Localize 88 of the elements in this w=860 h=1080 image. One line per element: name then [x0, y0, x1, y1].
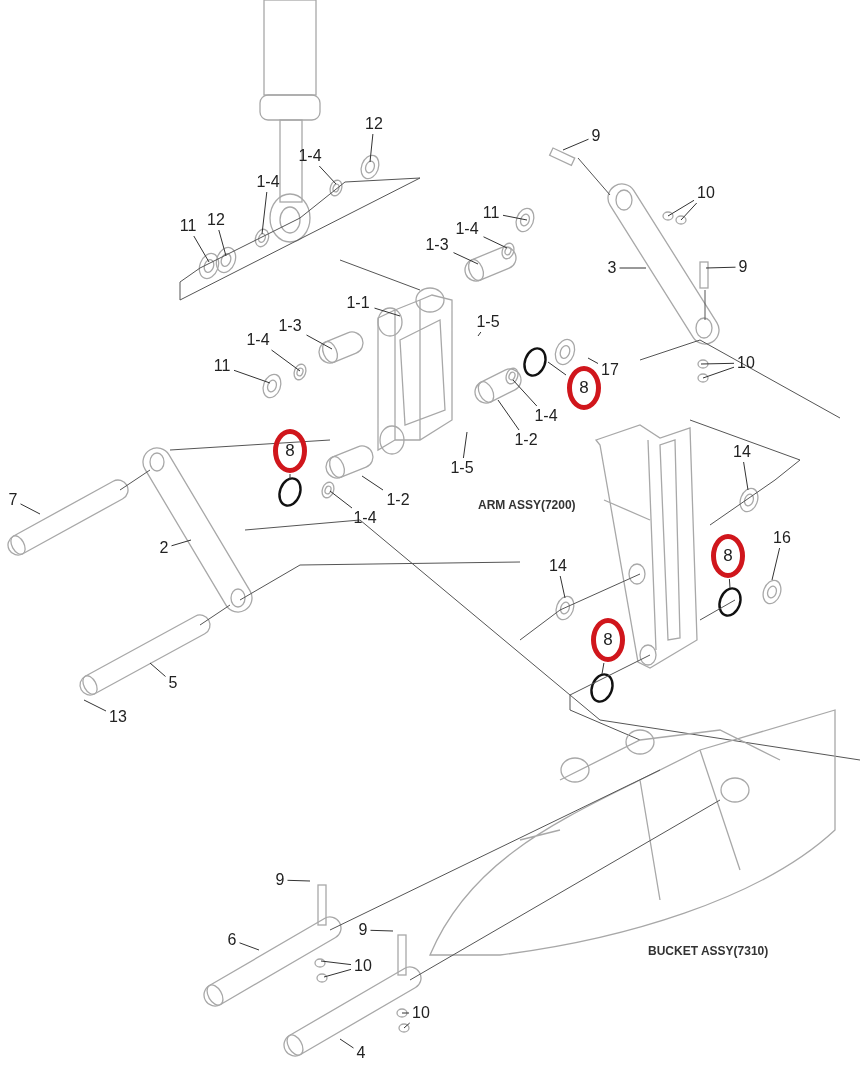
callout-number: 12: [205, 211, 227, 229]
leader-line: [512, 379, 538, 407]
callout-number: 14: [731, 443, 753, 461]
leader-line: [462, 431, 468, 459]
leader-line: [728, 578, 731, 589]
callout-number: 14: [547, 557, 569, 575]
leader-line: [261, 191, 268, 235]
callout-number: 3: [605, 259, 619, 277]
leader-line: [339, 1038, 354, 1049]
leader-line: [287, 879, 311, 882]
callout-number: 10: [735, 354, 757, 372]
leader-line: [401, 1012, 410, 1014]
leader-line: [233, 369, 271, 384]
callout-number: 9: [736, 258, 750, 276]
leader-line: [239, 942, 260, 951]
callout-number: 1-5: [472, 313, 504, 331]
leader-line: [20, 503, 41, 515]
callout-number: 7: [6, 491, 20, 509]
callout-number: 10: [695, 184, 717, 202]
callout-number: 6: [225, 931, 239, 949]
callout-number: 1-1: [342, 294, 374, 312]
leader-line: [271, 349, 301, 372]
callout-number: 2: [157, 539, 171, 557]
leader-line: [547, 361, 567, 376]
leader-line: [83, 699, 107, 712]
leader-line: [601, 662, 605, 675]
leader-line: [323, 968, 352, 978]
callout-number: 1-4: [530, 407, 562, 425]
leader-line: [705, 266, 736, 269]
callout-number: 9: [589, 127, 603, 145]
assembly-label: BUCKET ASSY(7310): [648, 944, 769, 958]
leader-line: [702, 366, 735, 379]
leader-line: [171, 539, 192, 547]
leader-line: [559, 575, 566, 599]
callout-number: 1-4: [242, 331, 274, 349]
callout-number: 1-5: [446, 459, 478, 477]
callout-number: 17: [599, 361, 621, 379]
leader-line: [497, 399, 520, 431]
leader-line: [306, 334, 333, 350]
callout-number: 1-4: [451, 220, 483, 238]
leader-line: [667, 199, 695, 217]
leader-line: [193, 235, 210, 263]
callout-number: 1-3: [421, 236, 453, 254]
callout-number: 1-2: [510, 431, 542, 449]
leader-line: [329, 490, 353, 509]
leader-line: [477, 331, 482, 337]
callout-number: 11: [177, 217, 199, 235]
leader-line: [218, 229, 227, 257]
callout-number: 13: [107, 708, 129, 726]
leader-line: [289, 473, 291, 481]
callout-number: 9: [273, 871, 287, 889]
leader-line: [700, 362, 735, 365]
callout-number: 1-4: [294, 147, 326, 165]
leader-line: [587, 357, 599, 364]
leader-line: [370, 929, 394, 932]
leader-line: [369, 133, 374, 163]
callout-number: 4: [354, 1044, 368, 1062]
callout-number: 12: [363, 115, 385, 133]
leader-line: [771, 547, 781, 581]
leader-line: [149, 662, 166, 677]
circled-callout-number: 8: [567, 366, 601, 410]
leader-line: [403, 1022, 411, 1029]
callout-number: 11: [211, 357, 233, 375]
callout-number: 10: [352, 957, 374, 975]
callout-number: 1-4: [252, 173, 284, 191]
callout-number: 10: [410, 1004, 432, 1022]
leader-line: [374, 307, 401, 317]
leader-line: [361, 475, 384, 491]
leader-line: [502, 214, 528, 221]
leader-line: [453, 252, 479, 265]
leader-line: [483, 236, 508, 249]
leader-line: [318, 165, 337, 185]
callout-number: 1-4: [349, 509, 381, 527]
callout-number: 1-2: [382, 491, 414, 509]
circled-callout-number: 8: [711, 534, 745, 578]
leader-line: [562, 138, 589, 151]
leader-line: [619, 267, 647, 269]
circled-callout-number: 8: [591, 618, 625, 662]
callout-number: 1-3: [274, 317, 306, 335]
callout-number: 9: [356, 921, 370, 939]
callout-number: 11: [480, 204, 502, 222]
assembly-label: ARM ASSY(7200): [478, 498, 576, 512]
callout-number: 16: [771, 529, 793, 547]
callout-number: 5: [166, 674, 180, 692]
circled-callout-number: 8: [273, 429, 307, 473]
leader-line: [680, 202, 698, 221]
leader-line: [320, 960, 352, 966]
leader-line: [743, 461, 749, 491]
